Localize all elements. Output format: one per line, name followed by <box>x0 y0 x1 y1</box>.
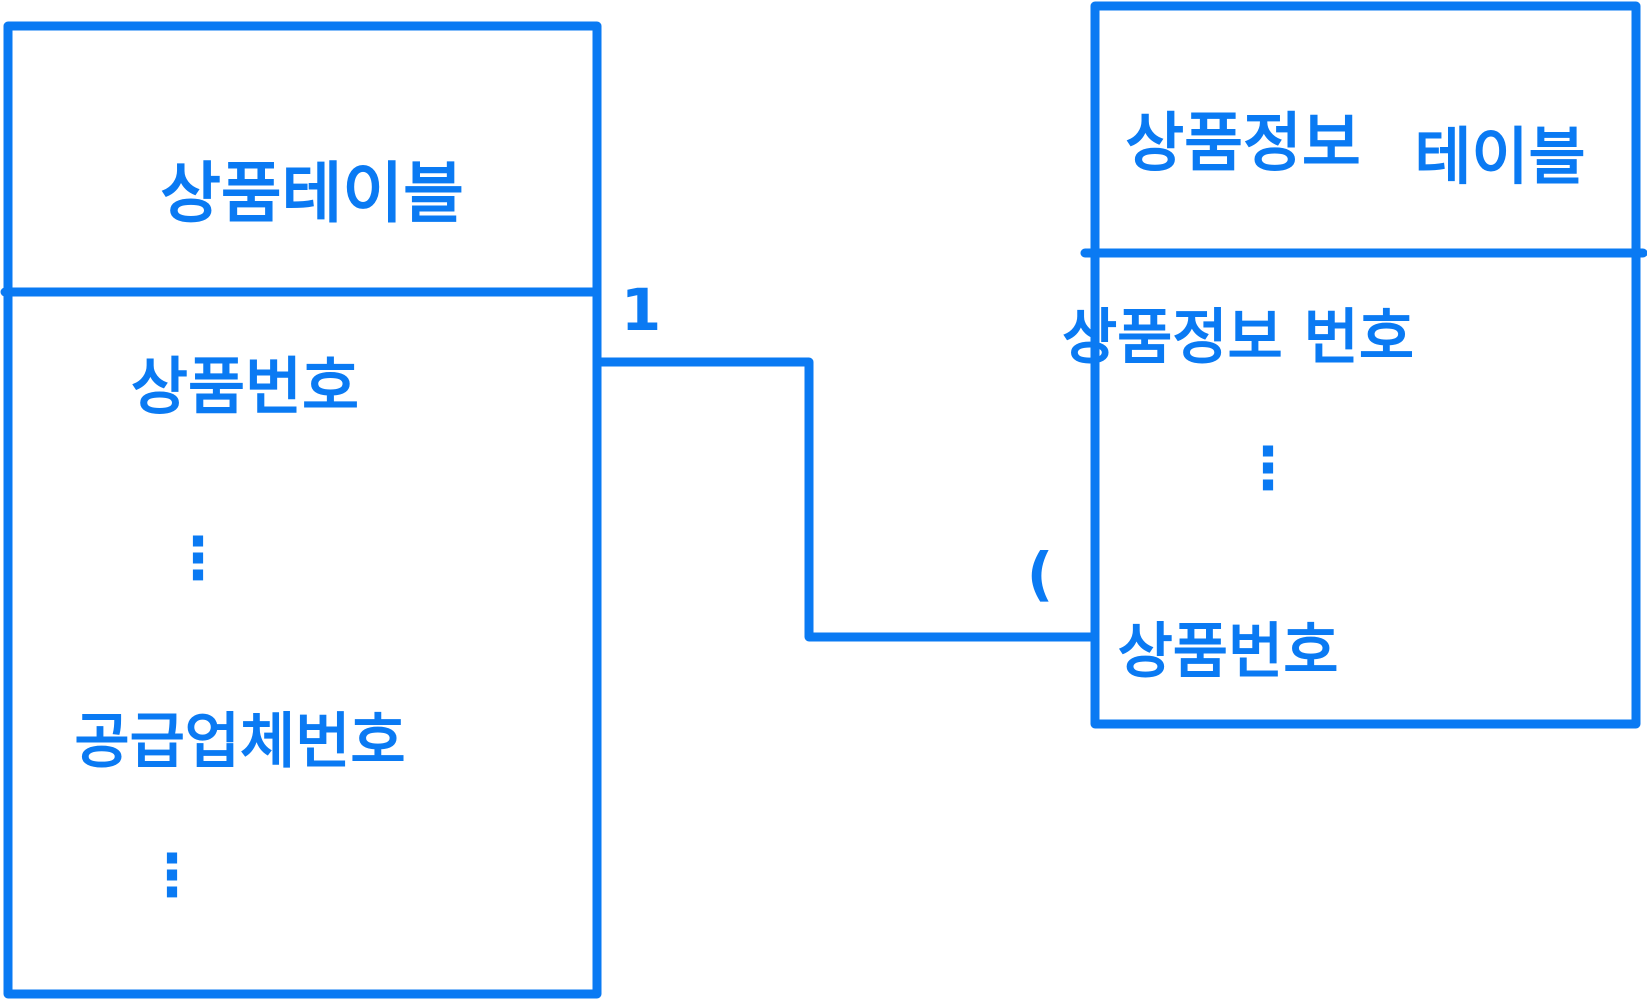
left-entity-field-product-number: 상품번호 <box>131 350 359 423</box>
right-entity-title-suffix: 테이블 <box>1414 120 1585 193</box>
right-entity-field-product-number: 상품번호 <box>1118 617 1339 687</box>
right-entity: 상품정보 테이블 상품정보 번호 ⋮ 상품번호 <box>1062 1 1647 729</box>
left-entity-title: 상품테이블 <box>160 155 464 232</box>
left-entity: 상품테이블 상품번호 ⋮ 공급업체번호 ⋮ <box>0 21 602 999</box>
right-entity-field-ellipsis: ⋮ <box>1239 434 1297 502</box>
right-entity-border <box>1090 1 1641 729</box>
right-entity-title: 상품정보 <box>1125 107 1361 181</box>
left-entity-field-ellipsis-1: ⋮ <box>169 524 227 592</box>
left-entity-field-ellipsis-2: ⋮ <box>143 841 201 909</box>
right-entity-field-info-number: 상품정보 번호 <box>1062 303 1414 373</box>
left-cardinality-label: 1 <box>621 276 661 344</box>
relationship: 1 ( <box>592 276 1100 642</box>
relationship-line <box>592 357 1100 642</box>
left-entity-border <box>3 21 602 999</box>
right-cardinality-label: ( <box>1027 540 1054 608</box>
left-entity-field-supplier-number: 공급업체번호 <box>74 707 405 777</box>
